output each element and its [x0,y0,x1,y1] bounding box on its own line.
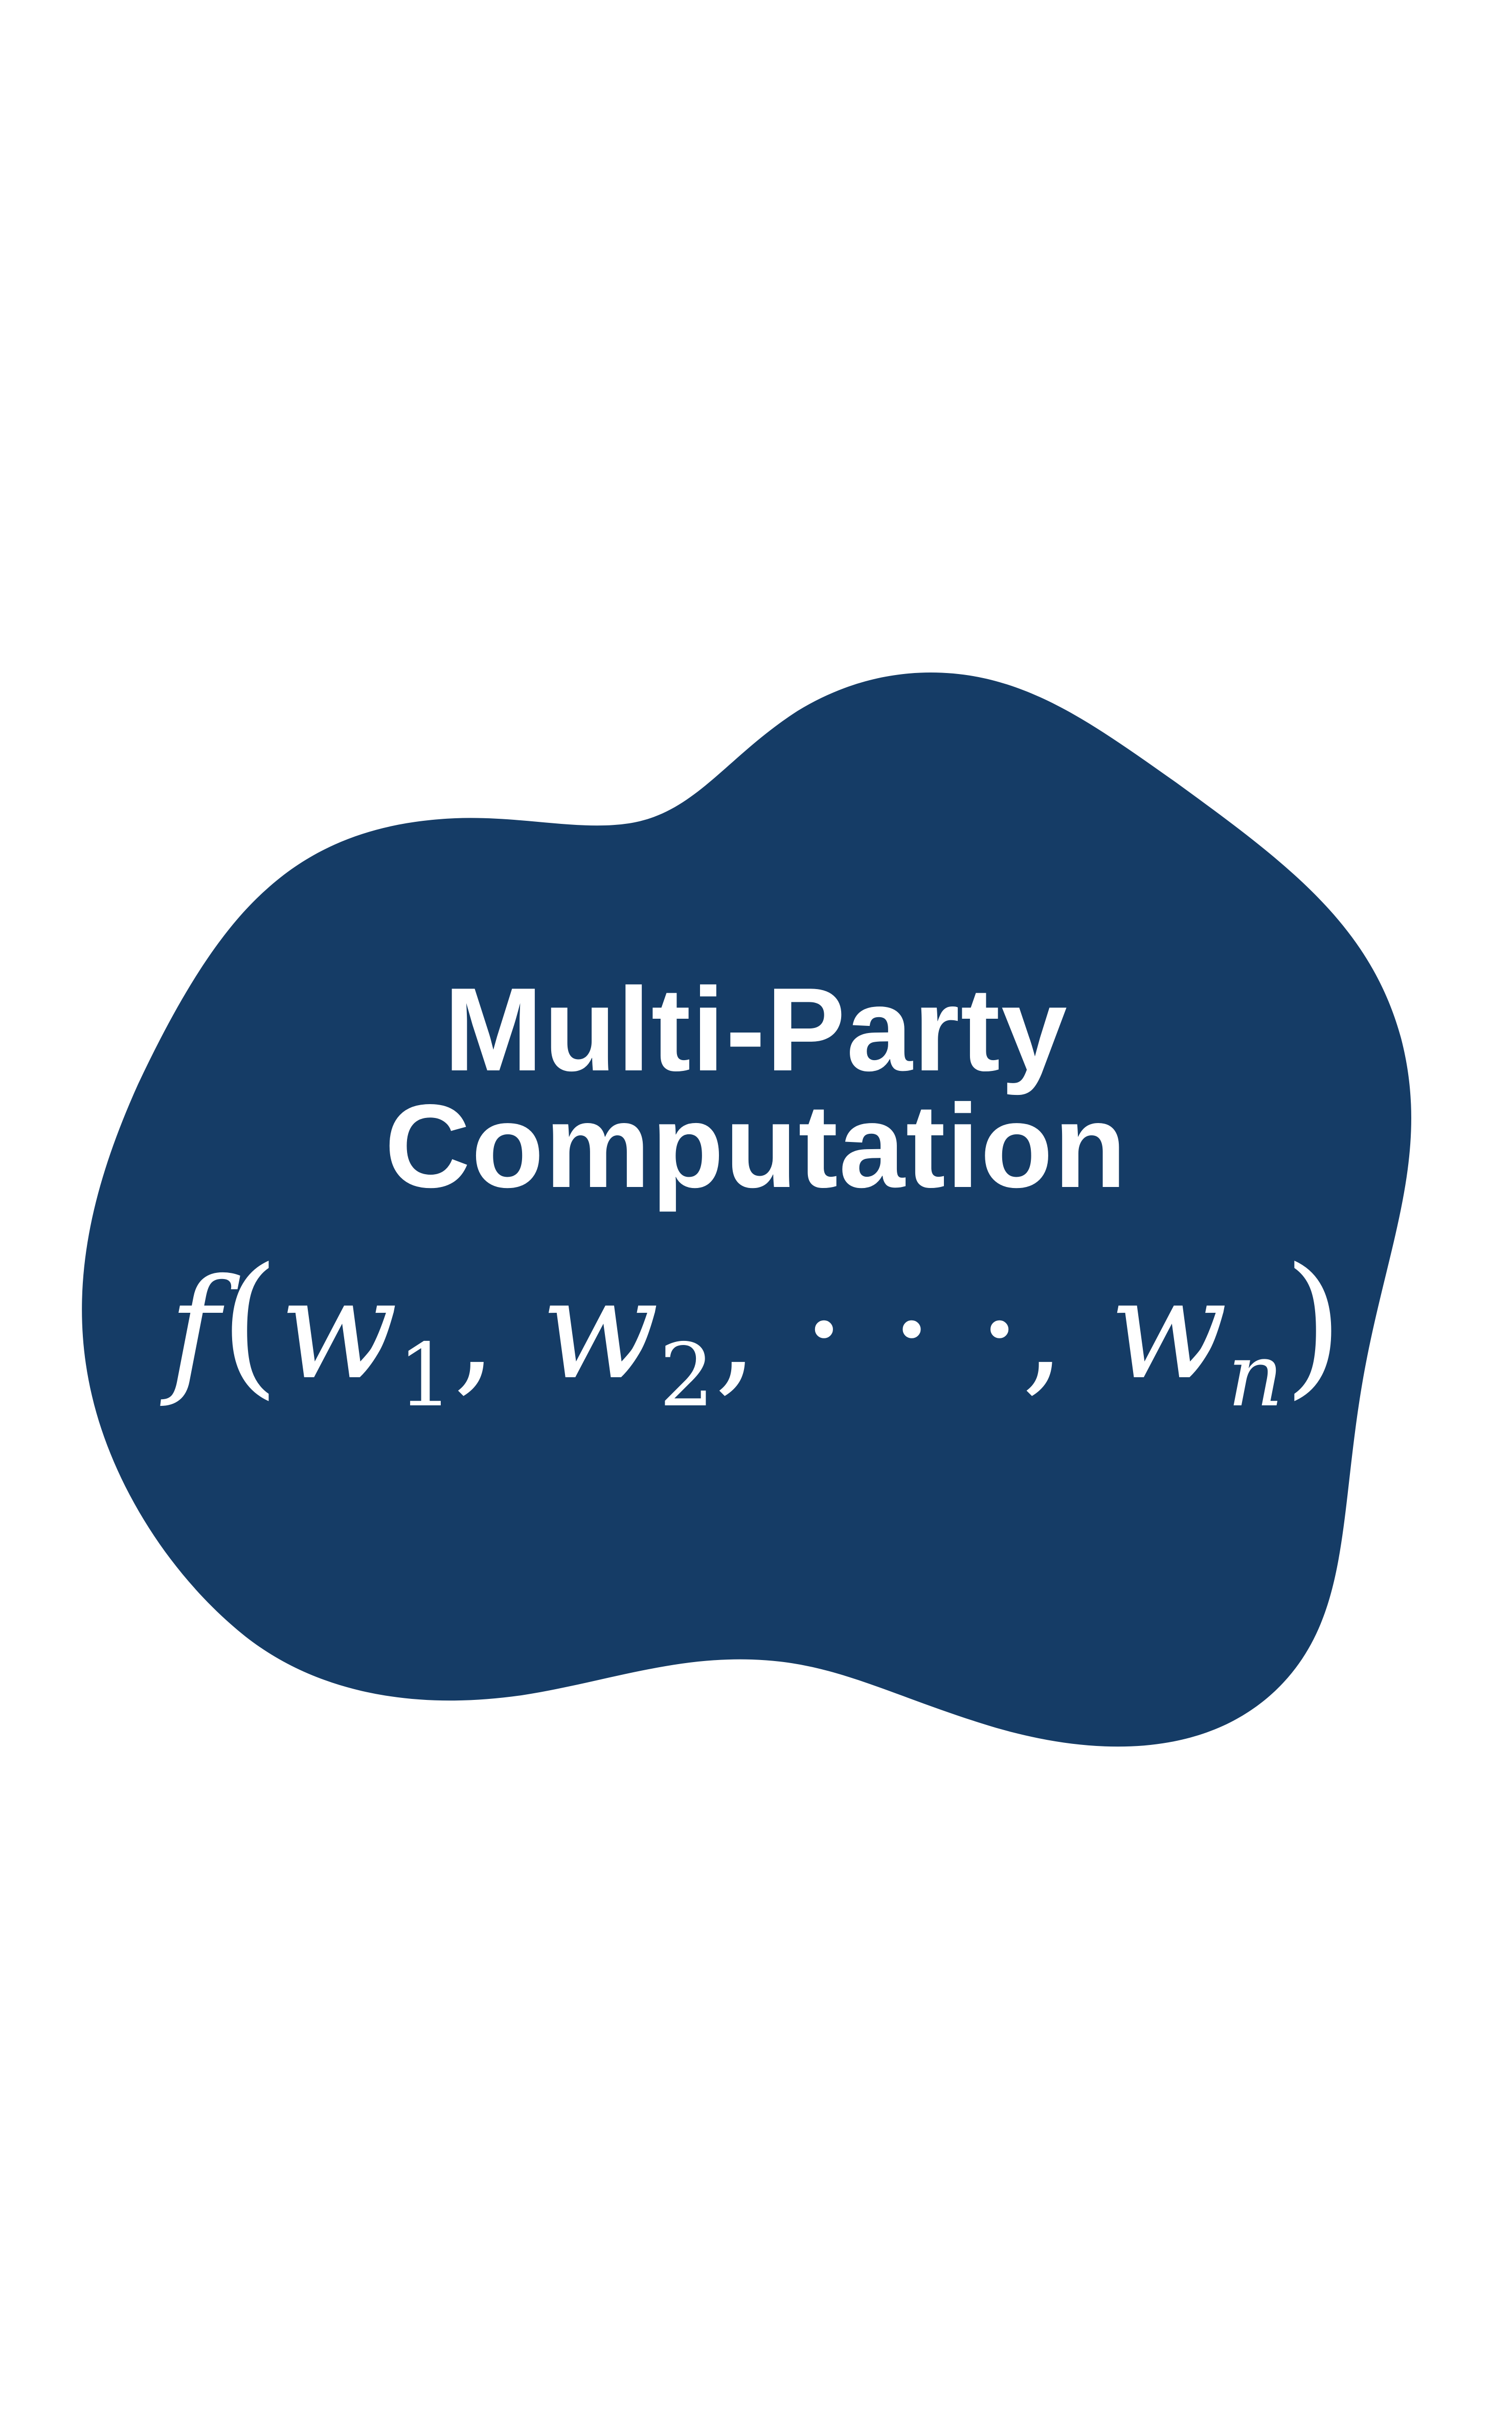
formula-var-2: w [540,1249,659,1410]
formula-ellipsis: · · · [802,1249,1022,1410]
diagram-title: Multi-Party Computation [0,963,1512,1213]
formula-sub-3: n [1227,1325,1284,1426]
title-line-2: Computation [385,1080,1127,1213]
title-line-1: Multi-Party [444,963,1068,1096]
formula-comma-2: , [714,1249,758,1410]
formula-sub-2: 2 [659,1325,715,1426]
formula: f(w1, w2, · · ·, wn) [0,1235,1512,1420]
blob-shape [82,672,1411,1747]
formula-var-3: w [1109,1249,1228,1410]
formula-function: f [168,1249,220,1410]
formula-close-paren: ) [1283,1235,1344,1414]
formula-comma-1: , [453,1249,497,1410]
formula-sub-1: 1 [397,1325,454,1426]
formula-comma-3: , [1021,1249,1066,1410]
formula-open-paren: ( [219,1235,280,1414]
formula-var-1: w [279,1249,398,1410]
